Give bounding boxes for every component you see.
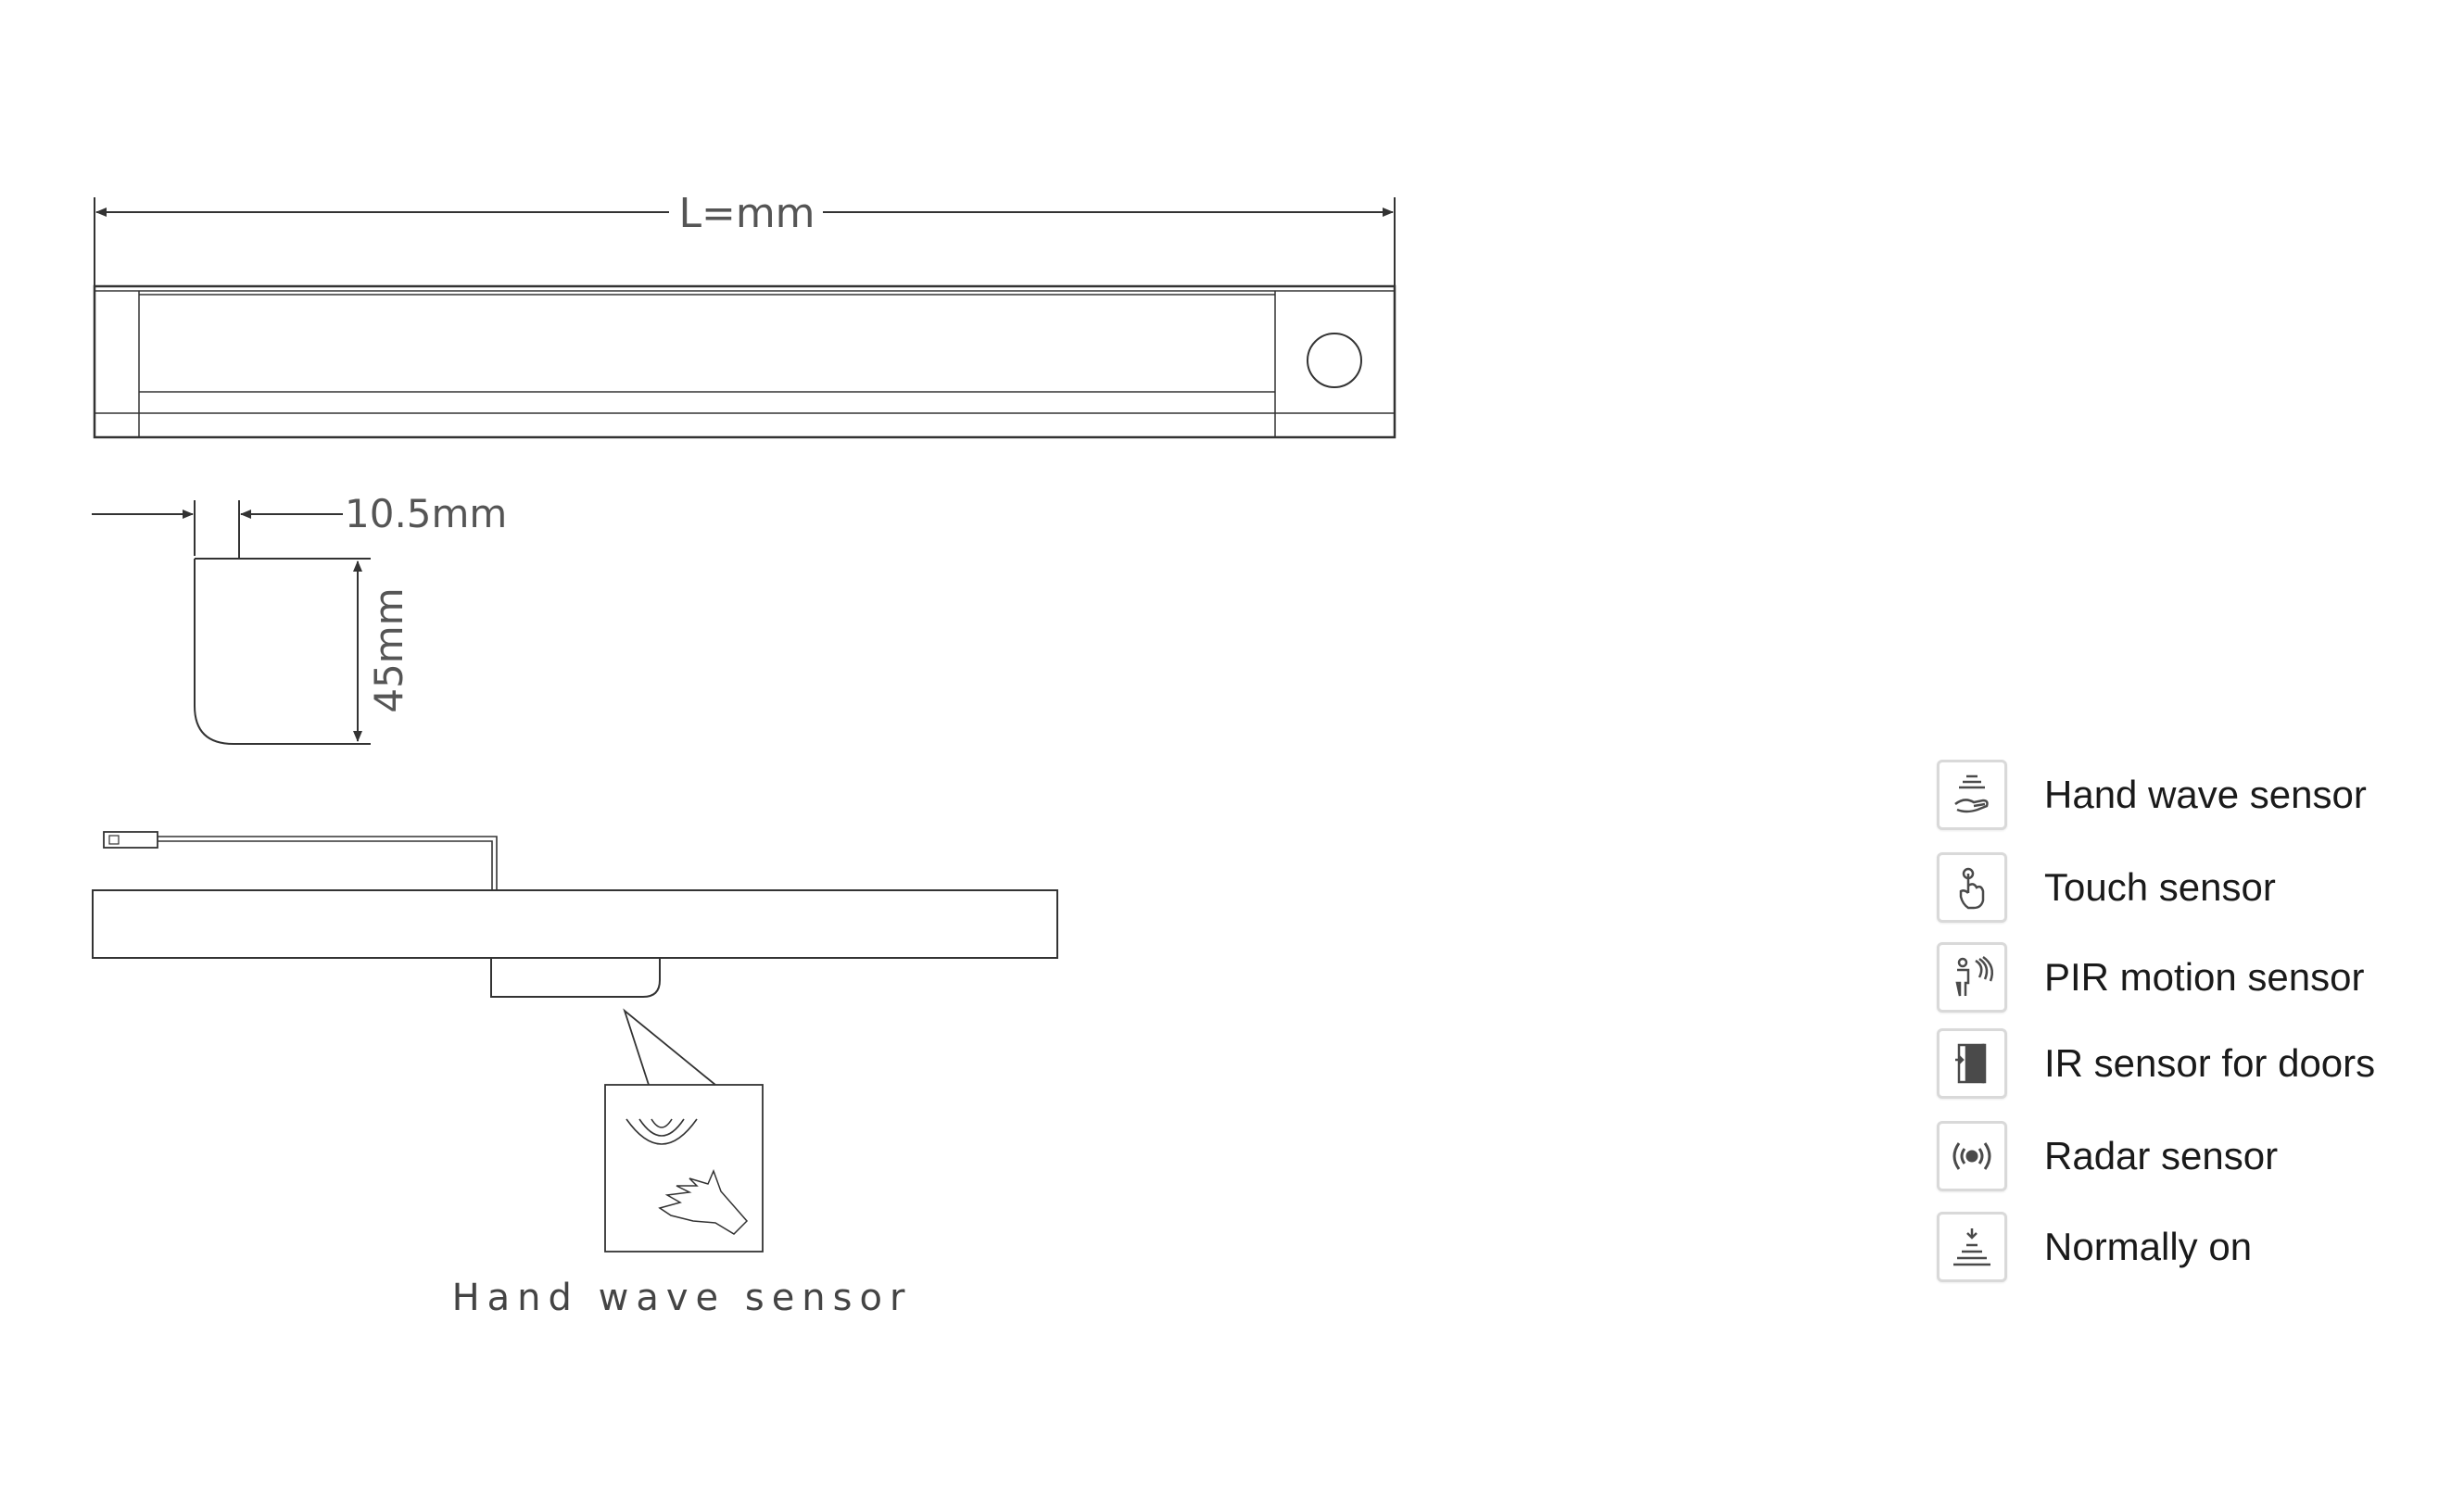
legend-label: IR sensor for doors	[2044, 1041, 2376, 1085]
legend-label: Touch sensor	[2044, 865, 2276, 909]
normally-on-icon	[1937, 1212, 2007, 1282]
light-bar-body	[93, 284, 1396, 439]
legend-item-door-ir: IR sensor for doors	[1937, 1026, 2375, 1101]
connector-plug	[103, 831, 158, 849]
radar-icon	[1937, 1121, 2007, 1191]
legend-label: PIR motion sensor	[2044, 955, 2365, 999]
light-bar-front	[92, 889, 1058, 959]
connector-plug-tip	[108, 835, 120, 845]
width-label: 10.5mm	[345, 491, 507, 536]
sensor-callout-pointer	[623, 1008, 716, 1086]
legend-label: Normally on	[2044, 1225, 2253, 1268]
wave-arc-inner	[651, 1118, 673, 1128]
hand-wave-icon	[1937, 760, 2007, 830]
power-cable	[158, 836, 498, 889]
legend-item-normally-on: Normally on	[1937, 1210, 2252, 1284]
pir-motion-icon	[1937, 942, 2007, 1013]
height-label: 45mm	[366, 587, 411, 712]
sensor-callout-box	[604, 1084, 764, 1253]
wave-arc-middle	[638, 1118, 685, 1137]
legend-item-touch: Touch sensor	[1937, 850, 2276, 925]
profile-outline	[194, 556, 371, 745]
sensor-window	[1307, 333, 1362, 388]
door-ir-icon	[1937, 1028, 2007, 1099]
wave-arc-outer	[625, 1118, 698, 1145]
front-view	[92, 831, 1058, 1253]
power-cable-inner	[158, 840, 493, 889]
legend-label: Hand wave sensor	[2044, 773, 2367, 816]
legend-label: Radar sensor	[2044, 1134, 2279, 1177]
hand-drawing-icon	[658, 1168, 749, 1235]
side-profile-view	[92, 500, 371, 745]
top-view	[93, 197, 1396, 439]
legend-item-pir-motion: PIR motion sensor	[1937, 940, 2364, 1014]
touch-icon	[1937, 852, 2007, 923]
sensor-caption: Hand wave sensor	[452, 1277, 913, 1319]
length-label: L=mm	[678, 190, 815, 237]
sensor-housing	[490, 958, 661, 998]
legend-item-radar: Radar sensor	[1937, 1119, 2278, 1193]
legend-item-hand-wave: Hand wave sensor	[1937, 758, 2367, 832]
